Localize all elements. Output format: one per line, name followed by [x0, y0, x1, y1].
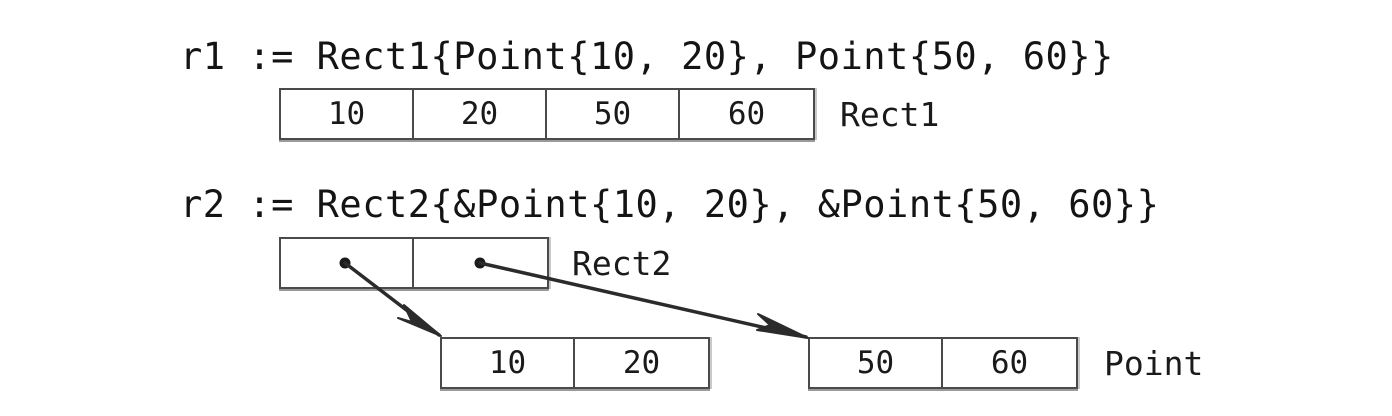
memory-cell: 50: [547, 90, 680, 138]
type-label-point: Point: [1104, 344, 1204, 383]
code-line-r2: r2 := Rect2{&Point{10, 20}, &Point{50, 6…: [180, 183, 1160, 226]
type-label-rect1: Rect1: [840, 95, 940, 134]
memory-box-rect1: 10 20 50 60: [279, 88, 815, 140]
memory-box-point-1: 10 20: [440, 337, 710, 389]
memory-cell-pointer: [414, 239, 547, 287]
type-label-rect2: Rect2: [572, 244, 672, 283]
memory-cell: 20: [414, 90, 547, 138]
memory-cell-pointer: [281, 239, 415, 287]
pointer-arrowhead-1: [397, 304, 442, 337]
memory-cell: 60: [680, 90, 813, 138]
memory-box-rect2: [279, 237, 549, 289]
pointer-arrowhead-2: [756, 313, 809, 339]
memory-cell: 20: [575, 339, 708, 387]
memory-cell: 60: [943, 339, 1076, 387]
memory-cell: 10: [442, 339, 576, 387]
memory-cell: 10: [281, 90, 414, 138]
memory-box-point-2: 50 60: [808, 337, 1078, 389]
memory-cell: 50: [810, 339, 944, 387]
code-line-r1: r1 := Rect1{Point{10, 20}, Point{50, 60}…: [180, 35, 1114, 78]
